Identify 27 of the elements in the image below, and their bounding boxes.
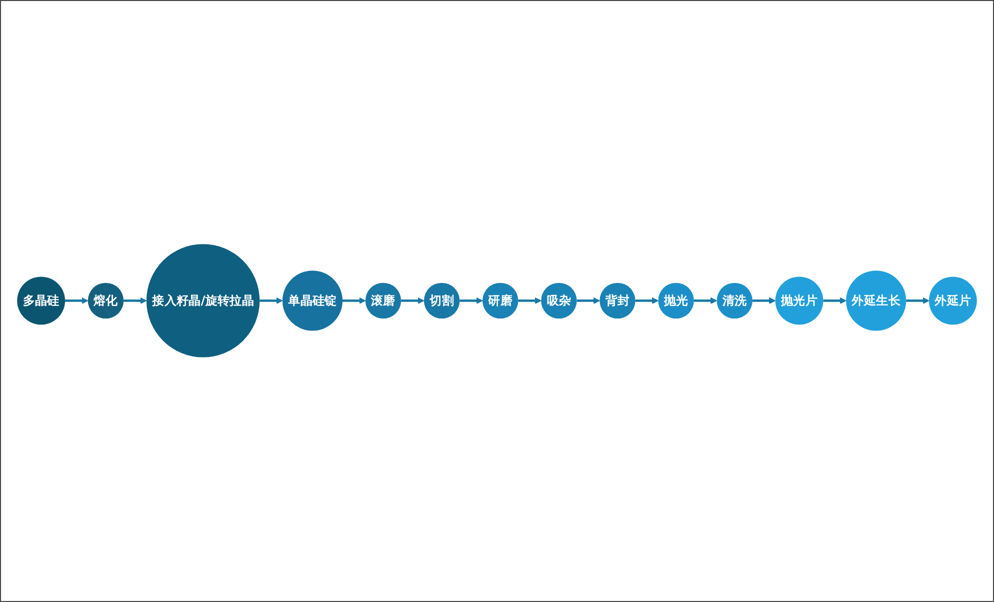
node-circle: 抛光片 [775,277,824,325]
node-circle: 滚磨 [365,283,402,319]
node-circle: 研磨 [482,283,518,319]
arrow [460,298,483,304]
node-circle: 多晶硅 [17,277,66,325]
arrow [823,298,846,304]
node-circle: 吸杂 [541,283,577,319]
node-circle: 单晶硅锭 [282,270,343,332]
node-circle: 切割 [424,283,460,319]
arrow [401,298,424,304]
arrow [342,298,366,304]
arrow [124,298,147,304]
node-circle: 清洗 [716,283,752,319]
arrow [906,298,930,304]
arrow [260,298,283,304]
node-circle: 接入籽晶/旋转拉晶 [146,244,260,358]
arrow [752,298,776,304]
arrow [65,298,88,304]
arrow [694,298,718,304]
node-circle: 背封 [600,283,636,319]
node-circle: 外延生长 [846,270,906,332]
node-circle: 外延片 [928,277,977,325]
node-circle: 抛光 [658,283,694,319]
node-circle: 熔化 [88,283,124,319]
arrow [576,298,600,304]
arrow [518,298,542,304]
arrow [635,298,658,304]
